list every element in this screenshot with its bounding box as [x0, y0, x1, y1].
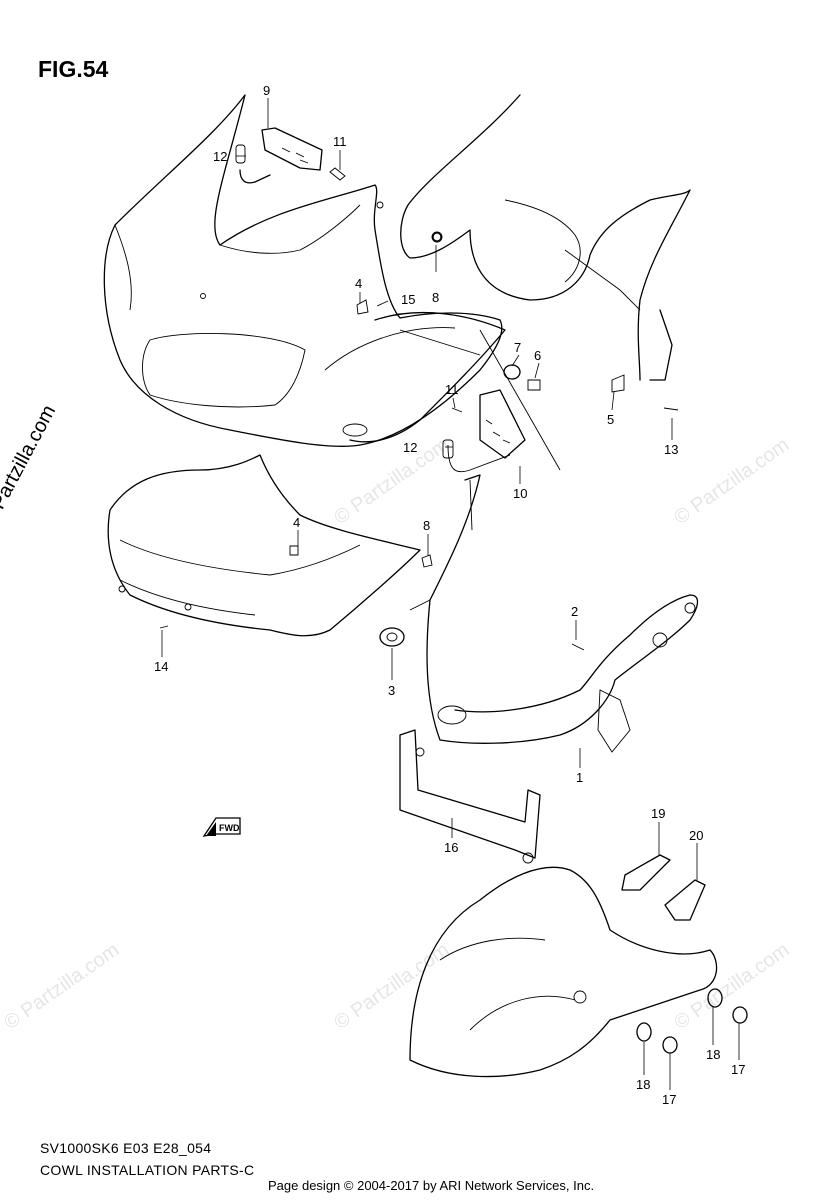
bracket-20: [664, 879, 706, 921]
callout-8: 8: [432, 290, 439, 305]
watermark-text: © Partzilla.com: [670, 434, 793, 529]
callout-16: 16: [444, 840, 458, 855]
bracket-10: [442, 389, 526, 473]
copyright-footer: Page design © 2004-2017 by ARI Network S…: [268, 1178, 595, 1193]
fwd-label: FWD: [219, 823, 240, 833]
callout-8: 8: [423, 518, 430, 533]
watermark-text: © Partzilla.com: [670, 939, 793, 1034]
fwd-arrow-icon: FWD: [202, 812, 242, 847]
figure-title: FIG.54: [38, 56, 109, 82]
callout-19: 19: [651, 806, 665, 821]
fasteners: [159, 232, 679, 651]
inner-panel: [400, 94, 691, 381]
callout-14: 14: [154, 659, 168, 674]
callout-9: 9: [263, 83, 270, 98]
callout-12: 12: [403, 440, 417, 455]
bracket-9: [235, 127, 346, 184]
callout-18: 18: [636, 1077, 650, 1092]
callout-12: 12: [213, 149, 227, 164]
lower-cowl: [409, 866, 718, 1078]
watermark-text: © Partzilla.com: [330, 939, 453, 1034]
callout-18: 18: [706, 1047, 720, 1062]
callout-20: 20: [689, 828, 703, 843]
section-title: COWL INSTALLATION PARTS-C: [40, 1162, 255, 1178]
callout-11: 11: [333, 134, 347, 149]
grommet-3: [379, 627, 405, 647]
callout-1: 1: [576, 770, 583, 785]
bracket-19: [621, 854, 671, 891]
bracket-16: [399, 729, 541, 864]
watermark-layer: © Partzilla.com © Partzilla.com © Partzi…: [0, 434, 793, 1034]
callout-3: 3: [388, 683, 395, 698]
callout-10: 10: [513, 486, 527, 501]
callout-4: 4: [293, 515, 300, 530]
watermark-text: © Partzilla.com: [0, 939, 123, 1034]
watermark-text: © Partzilla.com: [330, 434, 453, 529]
upper-cowl: [103, 94, 503, 447]
callout-7: 7: [514, 340, 521, 355]
middle-cover: [349, 311, 561, 471]
lower-side-cover: [107, 454, 421, 637]
callout-2: 2: [571, 604, 578, 619]
callout-4: 4: [355, 276, 362, 291]
callout-13: 13: [664, 442, 678, 457]
callout-5: 5: [607, 412, 614, 427]
leader-lines: [161, 98, 740, 1090]
callout-17: 17: [662, 1092, 676, 1107]
callout-11: 11: [445, 382, 459, 397]
callout-6: 6: [534, 348, 541, 363]
callout-labels: 9 11 12 4 15 8 7 6 5 13 11 12 10 4 8 14 …: [154, 83, 745, 1107]
callout-17: 17: [731, 1062, 745, 1077]
callout-15: 15: [401, 292, 415, 307]
frame-bracket-1: [409, 474, 699, 753]
model-code: SV1000SK6 E03 E28_054: [40, 1140, 212, 1156]
